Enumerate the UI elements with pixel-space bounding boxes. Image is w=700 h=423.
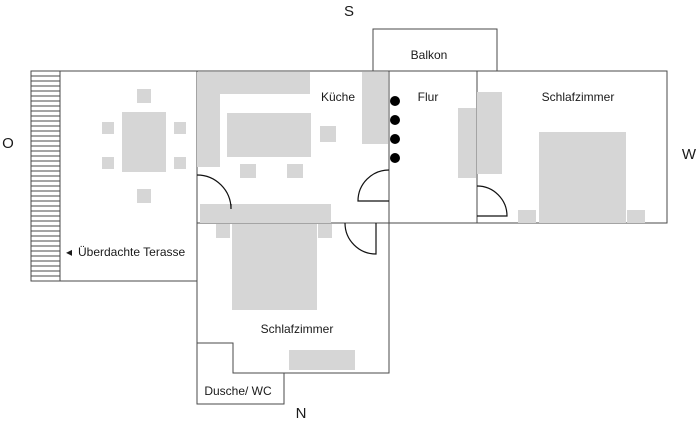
room-label-schlafzimmer-bottom: Schlafzimmer <box>261 322 334 336</box>
room-label-kueche: Küche <box>321 90 355 104</box>
sideboard <box>289 350 355 370</box>
kitchen-table <box>227 113 311 157</box>
terrasse-arrow: ◂ <box>66 245 72 259</box>
terrace-table <box>122 112 166 172</box>
door-bedroom-bottom <box>344 222 377 255</box>
room-label-balkon: Balkon <box>411 48 448 62</box>
balkon-outline <box>372 28 498 72</box>
flur-furniture <box>390 96 476 178</box>
nightstand <box>627 210 645 223</box>
coat-hook <box>390 134 400 144</box>
kitchen-chair <box>287 164 303 178</box>
compass-south: S <box>344 3 354 20</box>
wardrobe <box>477 92 502 174</box>
compass-north: N <box>296 405 307 422</box>
kitchen-chair <box>320 126 336 142</box>
flur-wardrobe <box>458 108 476 178</box>
room-label-schlafzimmer-right: Schlafzimmer <box>542 90 615 104</box>
bedroom-right-furniture <box>477 92 645 223</box>
nightstand <box>518 210 536 223</box>
nightstand <box>216 224 230 238</box>
terrace-chair <box>102 122 114 134</box>
door-flur-bedroom <box>476 185 508 217</box>
kitchen-bench <box>200 204 331 223</box>
bed <box>539 132 626 223</box>
door-terrace-kitchen <box>196 174 232 210</box>
kitchen-furniture <box>197 72 388 223</box>
doors <box>196 169 508 255</box>
compass-west: O <box>2 135 14 152</box>
kitchen-counter-right <box>362 72 388 144</box>
terrace-chair <box>174 157 186 169</box>
dusche-outline <box>197 342 284 374</box>
kitchen-counter <box>197 72 310 167</box>
terrace-furniture <box>102 89 186 203</box>
compass-east: W <box>682 146 697 163</box>
kitchen-chair <box>240 164 256 178</box>
stairs <box>30 70 61 282</box>
bedroom-bottom-furniture <box>216 224 355 370</box>
room-label-flur: Flur <box>418 90 439 104</box>
bed <box>232 224 317 310</box>
terrace-chair <box>137 89 151 103</box>
nightstand <box>318 224 332 238</box>
coat-hook <box>390 115 400 125</box>
coat-hook <box>390 96 400 106</box>
door-kitchen-flur <box>357 169 390 202</box>
coat-hook <box>390 153 400 163</box>
terrace-chair <box>174 122 186 134</box>
terrace-chair <box>137 189 151 203</box>
room-label-terrasse: Überdachte Terasse <box>78 245 186 259</box>
room-label-dusche: Dusche/ WC <box>204 384 272 398</box>
schlafzimmer-bottom-outline <box>196 223 390 405</box>
terrace-chair <box>102 157 114 169</box>
